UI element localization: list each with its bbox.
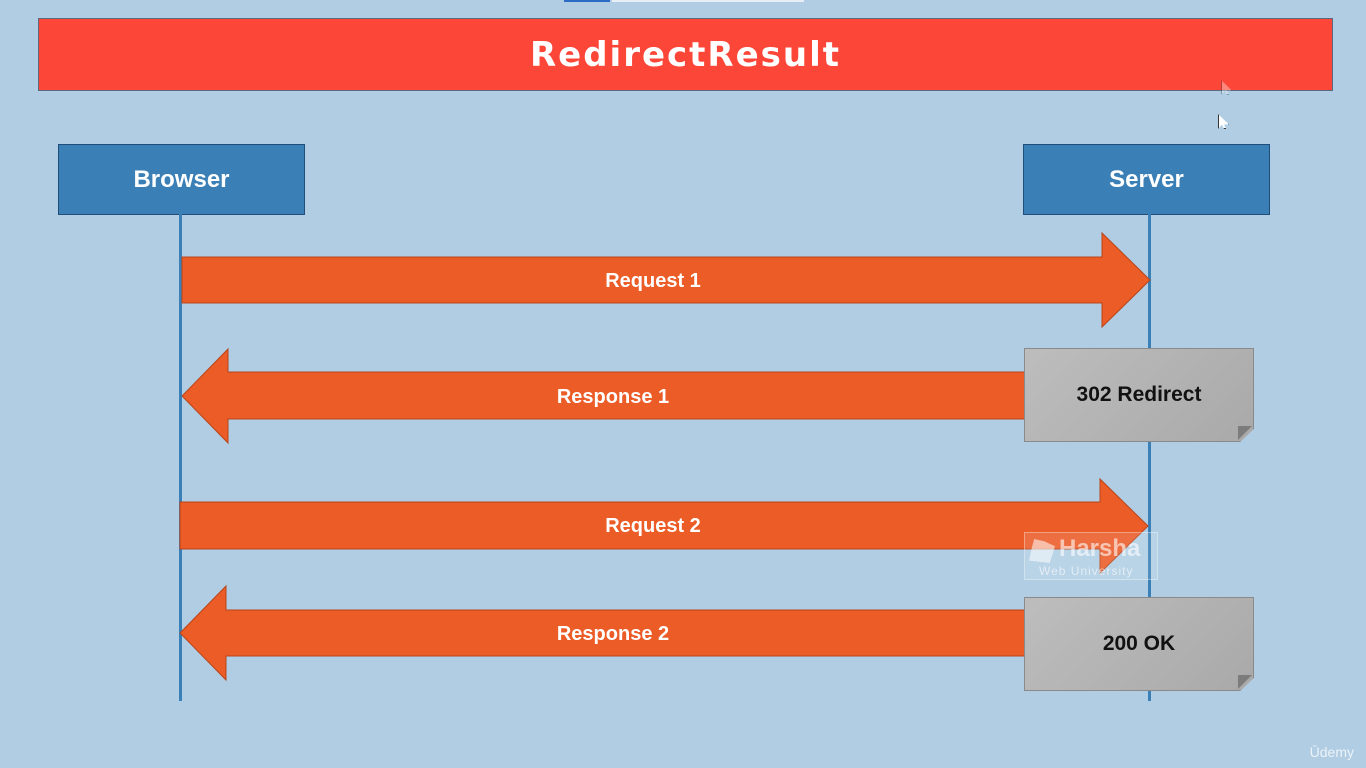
window-top-strip-light	[612, 0, 804, 2]
server-lifeline	[1148, 213, 1151, 701]
request-1-arrow	[181, 231, 1151, 329]
watermark-name: Harsha	[1059, 535, 1141, 562]
response-1-arrow	[181, 347, 1027, 445]
response-2-arrow	[179, 584, 1027, 682]
note-302-redirect-text: 302 Redirect	[1076, 383, 1202, 406]
request-2-arrow	[179, 477, 1149, 575]
note-200-ok: 200 OK	[1024, 597, 1254, 691]
browser-lifeline	[179, 213, 182, 701]
note-302-redirect: 302 Redirect	[1024, 348, 1254, 442]
diagram-title: RedirectResult	[529, 34, 842, 75]
request-2-label: Request 2	[605, 515, 701, 537]
harsha-logo-icon	[1029, 539, 1055, 563]
response-2-label: Response 2	[556, 623, 670, 645]
actor-browser-label: Browser	[133, 165, 230, 193]
window-top-strip	[564, 0, 610, 2]
watermark-subtitle: Web University	[1039, 564, 1134, 578]
title-banner: RedirectResult	[38, 18, 1333, 91]
note-200-ok-text: 200 OK	[1102, 632, 1176, 655]
response-1-label: Response 1	[556, 386, 670, 408]
actor-server: Server	[1023, 144, 1270, 215]
udemy-watermark: Ūdemy	[1309, 744, 1354, 760]
actor-server-label: Server	[1109, 165, 1184, 193]
request-1-label: Request 1	[605, 270, 701, 292]
actor-browser: Browser	[58, 144, 305, 215]
watermark-logo: Harsha Web University	[1024, 532, 1158, 580]
